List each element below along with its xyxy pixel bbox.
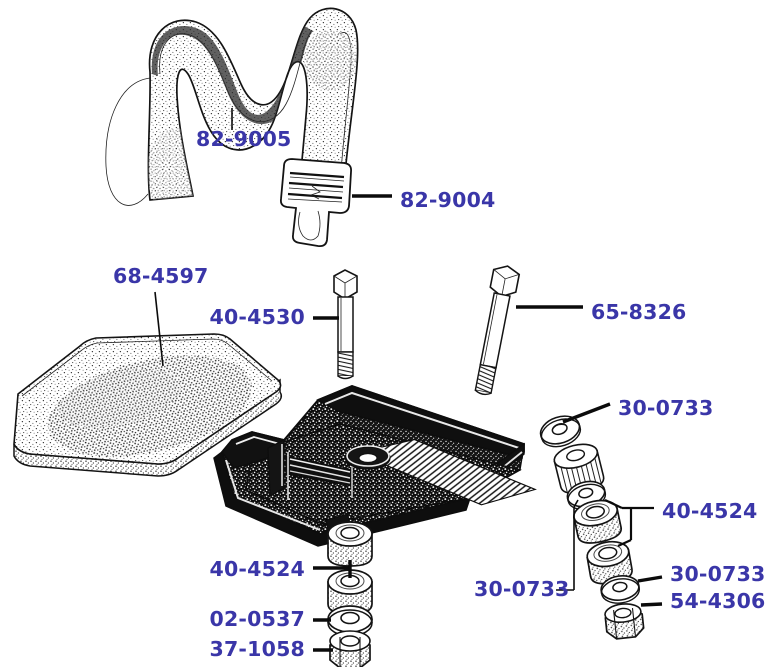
leader-nut-r — [640, 602, 663, 607]
label-40-4530: 40-4530 — [210, 305, 306, 329]
bolt-short-tip — [337, 375, 354, 380]
leader-washer-mid — [556, 499, 579, 591]
part-hex-lock-nut-r — [604, 603, 645, 640]
label-82-9004: 82-9004 — [400, 188, 496, 212]
part-flat-washer-r3 — [600, 575, 641, 604]
tray-front-highlight — [225, 459, 321, 531]
buckle-slots — [287, 171, 345, 200]
bolt-long-tip — [474, 389, 492, 396]
leader-washer-r3 — [637, 575, 663, 583]
bolt-short-shank — [337, 296, 354, 353]
buckle-hook — [298, 210, 321, 241]
label-30-0733-right: 30-0733 — [670, 562, 766, 586]
part-flat-washer-r1 — [539, 415, 582, 448]
bolt-long-shade — [483, 294, 498, 365]
tray-left-post — [267, 438, 285, 498]
part-hex-bolt-short — [333, 269, 358, 380]
tray-ribs — [285, 452, 353, 500]
label-65-8326: 65-8326 — [591, 300, 687, 324]
part-hex-bolt-long — [474, 265, 521, 396]
part-rubber-bushing-l1 — [327, 521, 373, 567]
label-82-9005: 82-9005 — [196, 127, 292, 151]
bolt-short-thread — [337, 351, 354, 377]
tray-left-wing-highlight — [235, 436, 281, 445]
bolt-short-head — [333, 269, 358, 300]
label-02-0537: 02-0537 — [210, 607, 306, 631]
buckle-slot-shadow — [287, 176, 345, 203]
label-40-4524-right: 40-4524 — [662, 499, 758, 523]
part-battery-tray — [213, 385, 537, 547]
label-40-4524-left: 40-4524 — [210, 557, 306, 581]
strap-loop-hint — [105, 77, 151, 206]
leader-pad — [154, 291, 164, 367]
leader-bushing-left — [313, 560, 352, 578]
tray-back-highlight — [324, 391, 520, 449]
pad-rim-highlight — [21, 338, 273, 397]
label-54-4306: 54-4306 — [670, 589, 766, 613]
tray-coil-strip — [354, 438, 537, 506]
leader-bushing-right — [604, 499, 654, 547]
part-hex-nut-l — [329, 630, 371, 667]
part-strap-buckle — [279, 158, 353, 248]
label-68-4597: 68-4597 — [113, 264, 209, 288]
buckle-latch-detail — [309, 185, 321, 200]
label-30-0733-top: 30-0733 — [618, 396, 714, 420]
pad-texture — [48, 355, 252, 457]
leader-washer-r1 — [562, 402, 611, 424]
label-30-0733-mid: 30-0733 — [474, 577, 570, 601]
tray-boss — [345, 445, 391, 470]
part-battery-pad — [13, 333, 283, 477]
part-rubber-bushing-r1 — [573, 499, 623, 544]
label-37-1058: 37-1058 — [210, 637, 306, 661]
bolt-long-head-facets — [493, 269, 520, 297]
